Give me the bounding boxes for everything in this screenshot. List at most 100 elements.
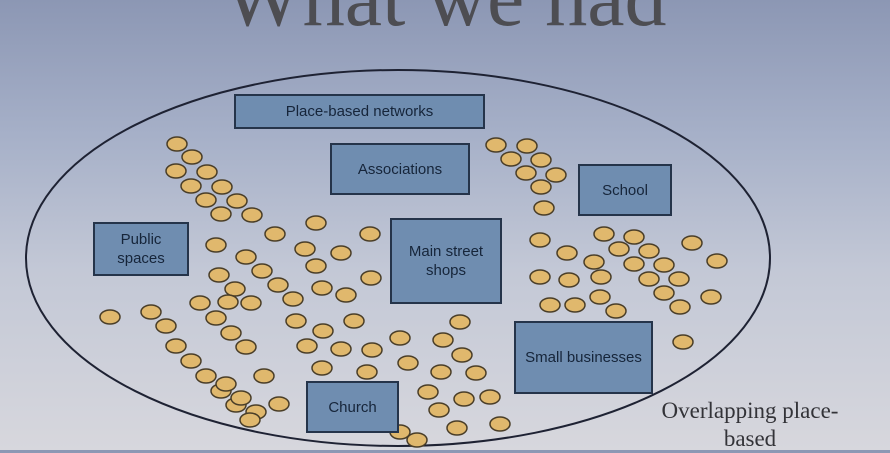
person-dot xyxy=(311,360,333,376)
person-dot xyxy=(211,179,233,195)
person-dot xyxy=(453,391,475,407)
person-dot xyxy=(241,207,263,223)
person-dot xyxy=(589,289,611,305)
person-dot xyxy=(195,192,217,208)
person-dot xyxy=(638,243,660,259)
person-dot xyxy=(305,258,327,274)
public-spaces-box: Public spaces xyxy=(93,222,189,276)
person-dot xyxy=(700,289,722,305)
person-dot xyxy=(312,323,334,339)
person-dot xyxy=(189,295,211,311)
person-dot xyxy=(268,396,290,412)
person-dot xyxy=(282,291,304,307)
person-dot xyxy=(539,297,561,313)
person-dot xyxy=(181,149,203,165)
person-dot xyxy=(530,152,552,168)
person-dot xyxy=(239,412,261,428)
person-dot xyxy=(359,226,381,242)
person-dot xyxy=(545,167,567,183)
person-dot xyxy=(205,237,227,253)
person-dot xyxy=(515,165,537,181)
person-dot xyxy=(465,365,487,381)
person-dot xyxy=(529,232,551,248)
associations-box: Associations xyxy=(330,143,470,195)
person-dot xyxy=(330,341,352,357)
person-dot xyxy=(489,416,511,432)
caption-text: Overlapping place-based xyxy=(661,398,839,451)
person-dot xyxy=(653,257,675,273)
school-box: School xyxy=(578,164,672,216)
person-dot xyxy=(240,295,262,311)
small-businesses-box: Small businesses xyxy=(514,321,653,394)
person-dot xyxy=(356,364,378,380)
community-boundary-ellipse xyxy=(25,69,771,447)
person-dot xyxy=(311,280,333,296)
person-dot xyxy=(180,178,202,194)
person-dot xyxy=(99,309,121,325)
person-dot xyxy=(500,151,522,167)
person-dot xyxy=(285,313,307,329)
person-dot xyxy=(389,330,411,346)
person-dot xyxy=(533,200,555,216)
person-dot xyxy=(140,304,162,320)
person-dot xyxy=(205,310,227,326)
place-based-networks-box: Place-based networks xyxy=(234,94,485,129)
person-dot xyxy=(264,226,286,242)
person-dot xyxy=(530,179,552,195)
people-dots xyxy=(99,136,728,448)
person-dot xyxy=(446,420,468,436)
person-dot xyxy=(449,314,471,330)
person-dot xyxy=(253,368,275,384)
person-dot xyxy=(451,347,473,363)
person-dot xyxy=(294,241,316,257)
person-dot xyxy=(583,254,605,270)
person-dot xyxy=(428,402,450,418)
person-dot xyxy=(208,267,230,283)
person-dot xyxy=(210,206,232,222)
person-dot xyxy=(215,376,237,392)
person-dot xyxy=(305,215,327,231)
person-dot xyxy=(593,226,615,242)
person-dot xyxy=(564,297,586,313)
person-dot xyxy=(706,253,728,269)
person-dot xyxy=(267,277,289,293)
slide-title: What we had xyxy=(0,0,890,40)
person-dot xyxy=(195,368,217,384)
person-dot xyxy=(165,338,187,354)
person-dot xyxy=(406,432,428,448)
person-dot xyxy=(590,269,612,285)
person-dot xyxy=(220,325,242,341)
person-dot xyxy=(224,281,246,297)
person-dot xyxy=(235,339,257,355)
person-dot xyxy=(558,272,580,288)
person-dot xyxy=(653,285,675,301)
person-dot xyxy=(672,334,694,350)
person-dot xyxy=(343,313,365,329)
person-dot xyxy=(330,245,352,261)
main-street-shops-box: Main street shops xyxy=(390,218,502,304)
person-dot xyxy=(217,294,239,310)
person-dot xyxy=(638,271,660,287)
person-dot xyxy=(516,138,538,154)
person-dot xyxy=(360,270,382,286)
person-dot xyxy=(361,342,383,358)
person-dot xyxy=(669,299,691,315)
person-dot xyxy=(479,389,501,405)
person-dot xyxy=(430,364,452,380)
person-dot xyxy=(251,263,273,279)
person-dot xyxy=(226,193,248,209)
person-dot xyxy=(681,235,703,251)
person-dot xyxy=(196,164,218,180)
person-dot xyxy=(166,136,188,152)
person-dot xyxy=(485,137,507,153)
person-dot xyxy=(608,241,630,257)
person-dot xyxy=(529,269,551,285)
person-dot xyxy=(668,271,690,287)
person-dot xyxy=(165,163,187,179)
church-box: Church xyxy=(306,381,399,433)
person-dot xyxy=(556,245,578,261)
person-dot xyxy=(417,384,439,400)
person-dot xyxy=(180,353,202,369)
person-dot xyxy=(235,249,257,265)
